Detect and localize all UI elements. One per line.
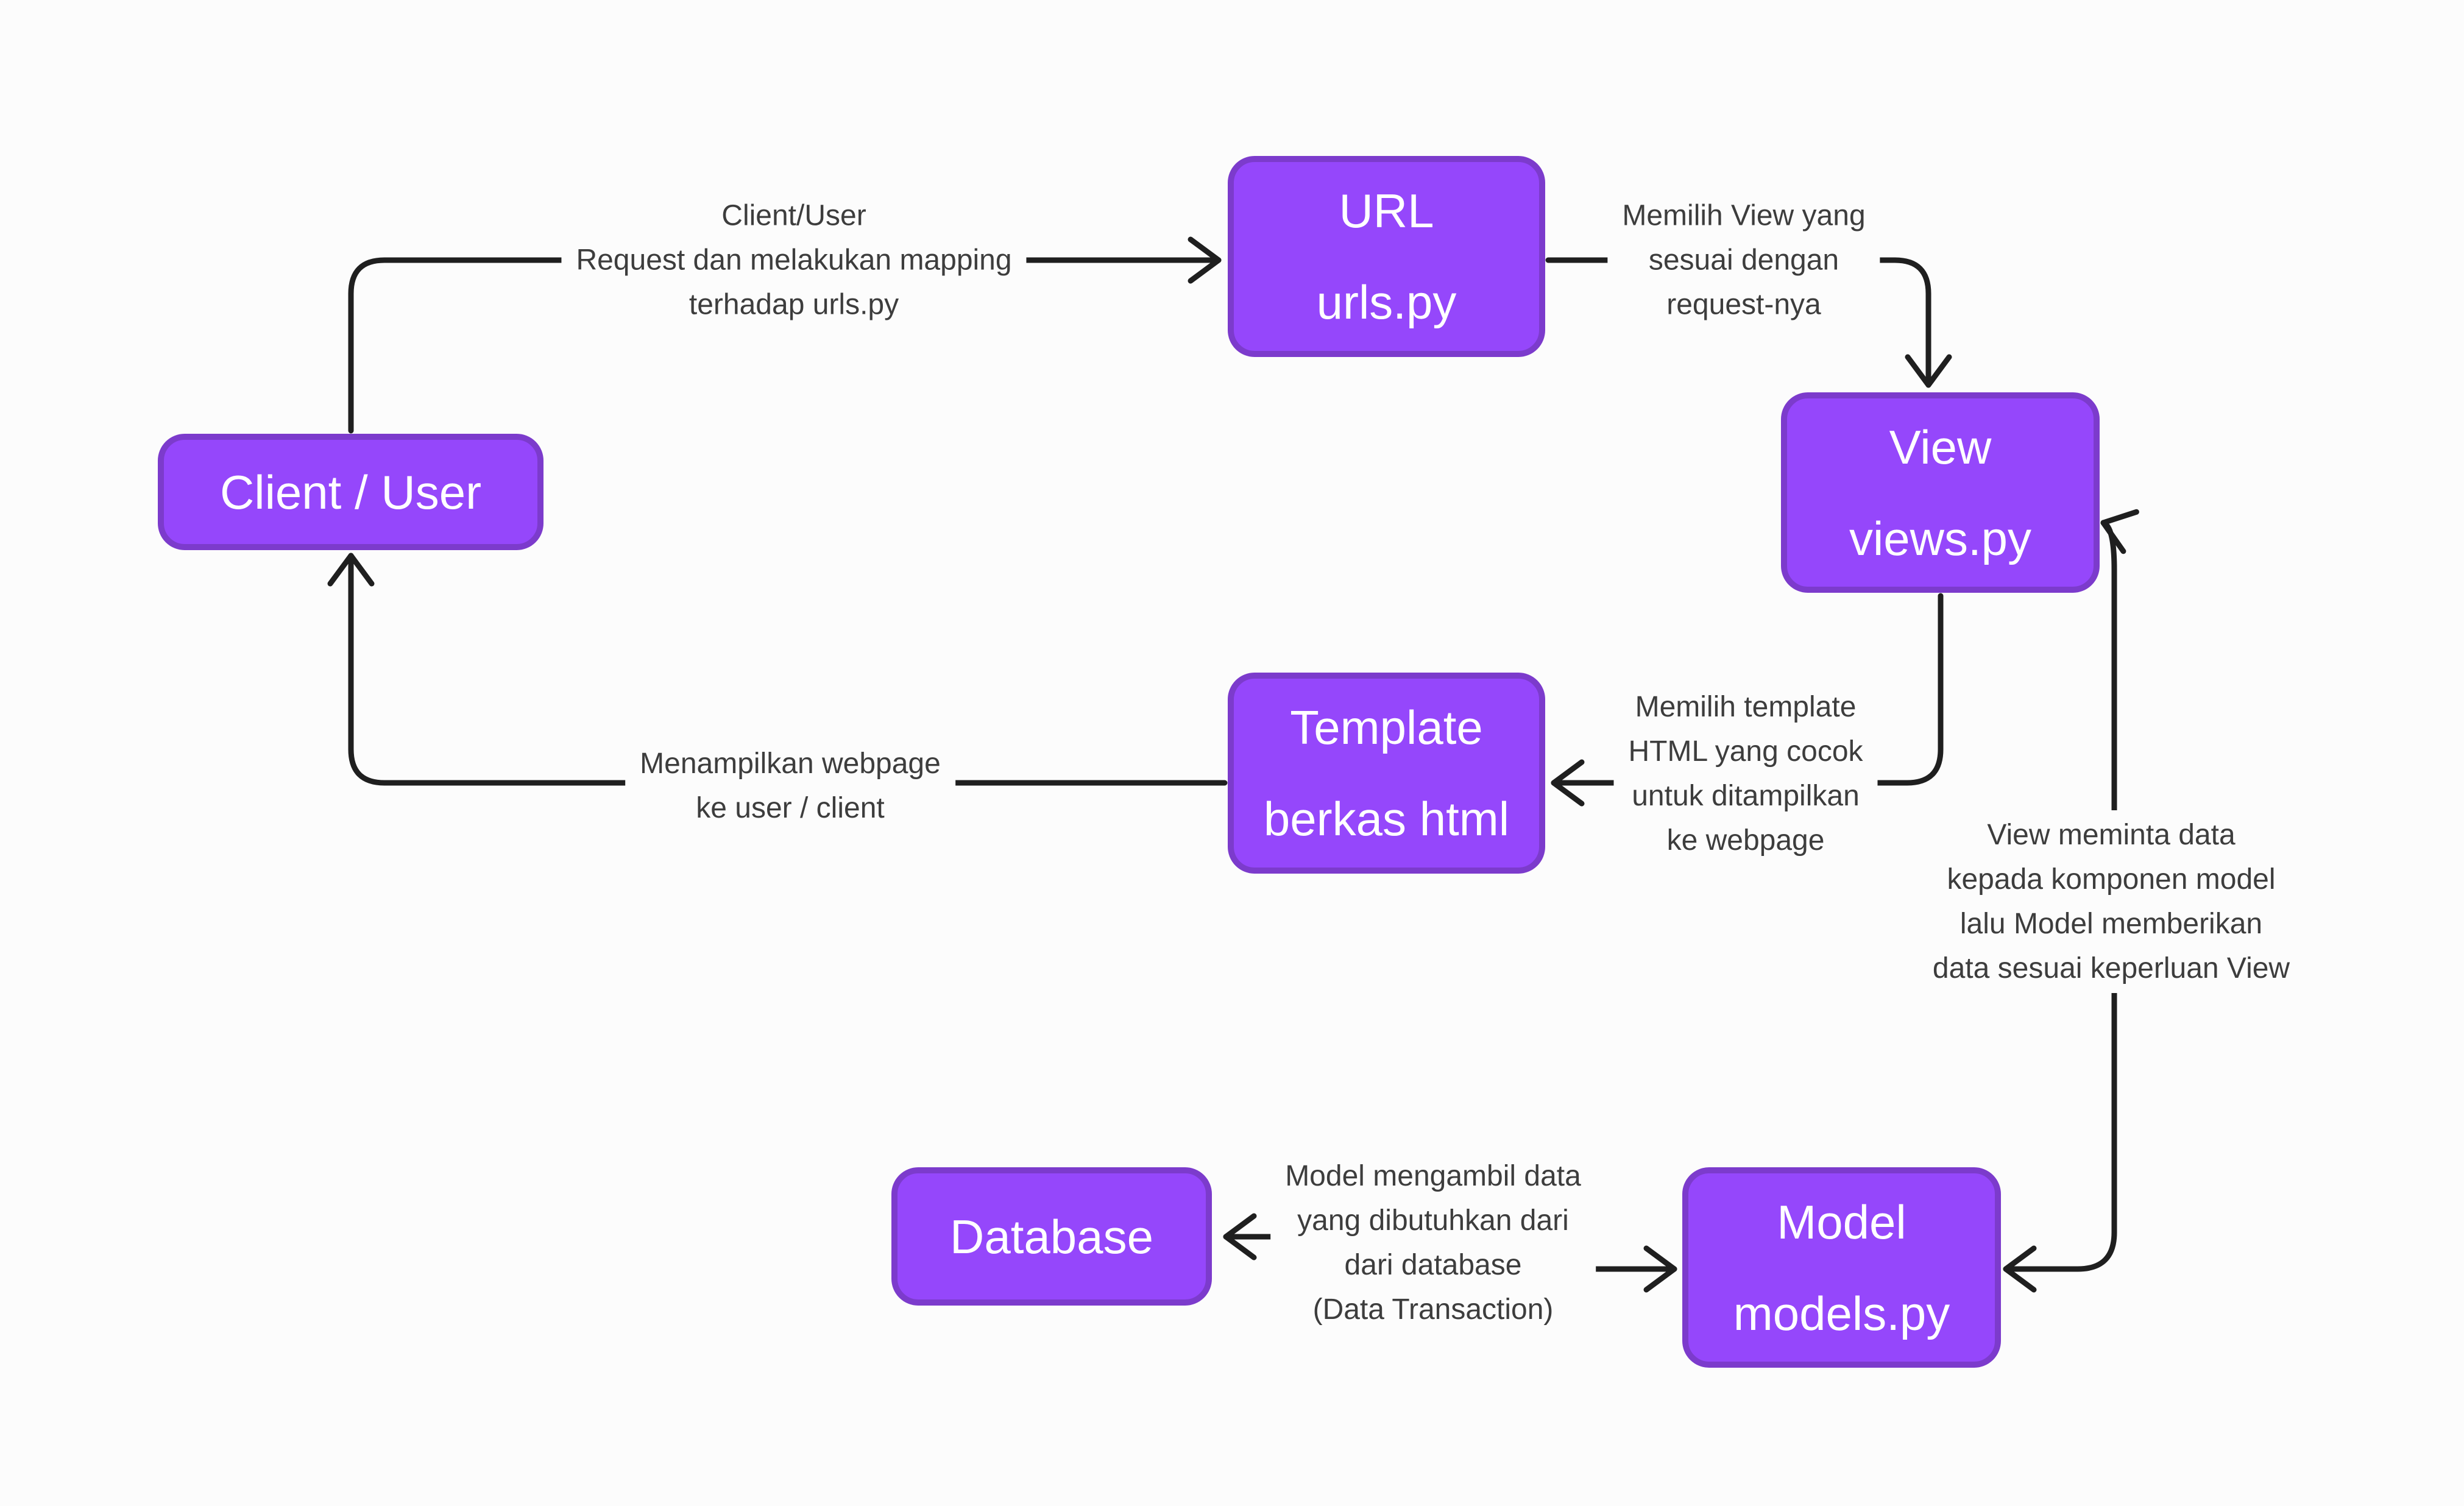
node-view-file: views.py bbox=[1849, 511, 2032, 565]
node-database: Database bbox=[891, 1167, 1212, 1306]
node-model-title: Model bbox=[1777, 1195, 1906, 1249]
node-url-file: urls.py bbox=[1316, 275, 1457, 329]
node-model: Model models.py bbox=[1682, 1167, 2001, 1368]
label-client-request: Client/User Request dan melakukan mappin… bbox=[561, 191, 1027, 330]
edge-template-to-client bbox=[327, 553, 1228, 786]
node-model-file: models.py bbox=[1733, 1286, 1950, 1340]
node-template-title: Template bbox=[1290, 701, 1483, 754]
edge-url-to-view bbox=[1545, 257, 1952, 388]
node-view-title: View bbox=[1889, 420, 1992, 474]
label-memilih-template: Memilih template HTML yang cocok untuk d… bbox=[1613, 682, 1878, 865]
label-model-mengambil-data: Model mengambil data yang dibutuhkan dar… bbox=[1270, 1151, 1596, 1334]
label-menampilkan-webpage: Menampilkan webpage ke user / client bbox=[625, 739, 955, 833]
edge-view-to-template bbox=[1551, 593, 1944, 807]
label-view-meminta-data: View meminta data kepada komponen model … bbox=[1917, 810, 2305, 993]
node-url: URL urls.py bbox=[1228, 156, 1545, 357]
node-template: Template berkas html bbox=[1228, 673, 1545, 874]
node-url-title: URL bbox=[1339, 184, 1434, 238]
node-client-user-label: Client / User bbox=[219, 465, 482, 519]
edge-client-to-url bbox=[348, 236, 1222, 434]
edge-view-model-bidirectional bbox=[2003, 509, 2139, 1293]
node-client-user: Client / User bbox=[158, 434, 543, 550]
node-view: View views.py bbox=[1781, 392, 2100, 593]
label-memilih-view: Memilih View yang sesuai dengan request-… bbox=[1607, 191, 1880, 330]
node-database-label: Database bbox=[950, 1209, 1153, 1264]
node-template-file: berkas html bbox=[1263, 792, 1510, 846]
